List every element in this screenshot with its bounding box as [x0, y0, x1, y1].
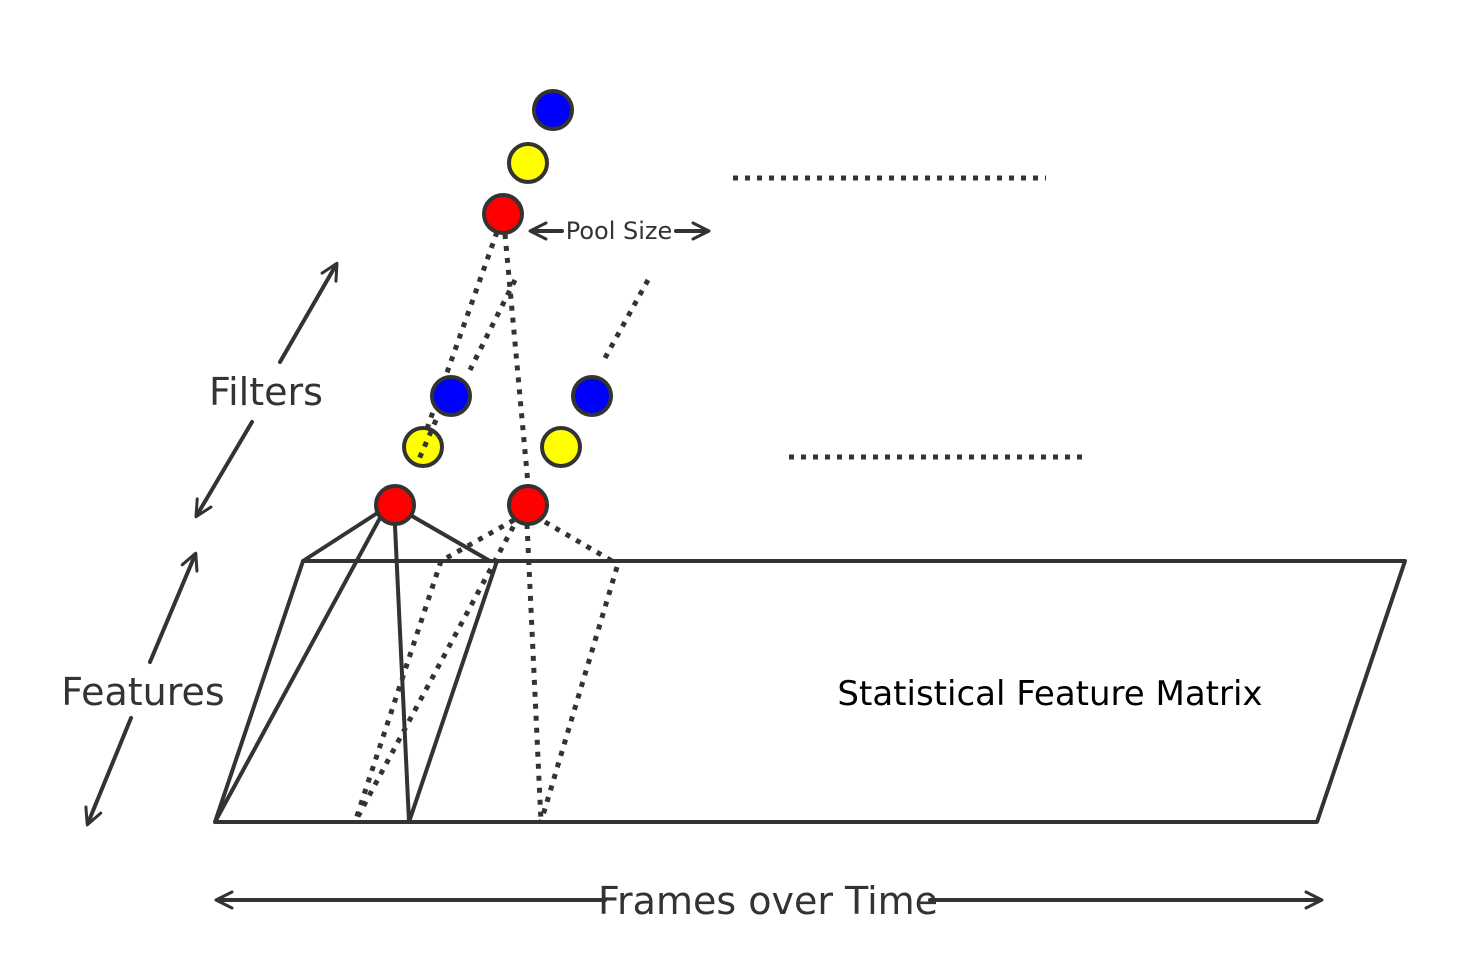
features-label: Features — [61, 670, 224, 714]
dotted-pool-link-inner — [467, 278, 518, 372]
pooled-node-red — [482, 193, 524, 235]
filter-node-yellow-1 — [402, 426, 444, 468]
dotted-link-top-right — [543, 519, 614, 564]
solid-link-top-left — [301, 508, 384, 563]
dotted-pool-link-next — [602, 278, 651, 360]
solid-link-top-right — [403, 510, 492, 563]
time-axis-label: Frames over Time — [598, 879, 938, 923]
dotted-pool-link-right — [502, 233, 531, 485]
pooled-node-yellow — [507, 142, 549, 184]
feature-matrix-parallelogram — [213, 559, 1407, 824]
filters-arrow-upper — [278, 261, 339, 364]
filters-label: Filters — [209, 370, 323, 414]
dotted-link-window-left — [439, 517, 516, 564]
dotted-through-yellow — [413, 419, 439, 467]
pool-size-label: Pool Size — [566, 217, 673, 245]
pooled-node-blue — [532, 89, 574, 131]
filter-node-red-2 — [507, 484, 549, 526]
features-arrow-upper — [148, 551, 199, 664]
solid-link-middle — [392, 503, 411, 824]
filter-node-red-1 — [374, 484, 416, 526]
filter-node-blue-2 — [571, 375, 613, 417]
dotted-link-window-right — [538, 566, 620, 823]
solid-link-left-edge — [213, 503, 389, 824]
matrix-label: Statistical Feature Matrix — [837, 674, 1262, 714]
features-arrow-lower — [84, 716, 133, 827]
filter-node-yellow-2 — [540, 426, 582, 468]
dotted-link-middle — [524, 523, 544, 823]
filters-arrow-lower — [194, 420, 254, 519]
dotted-link-window-left-lower — [352, 560, 444, 823]
solid-link-window-right — [407, 559, 499, 824]
filter-node-blue-1 — [430, 375, 472, 417]
dotted-link-left — [352, 514, 522, 824]
